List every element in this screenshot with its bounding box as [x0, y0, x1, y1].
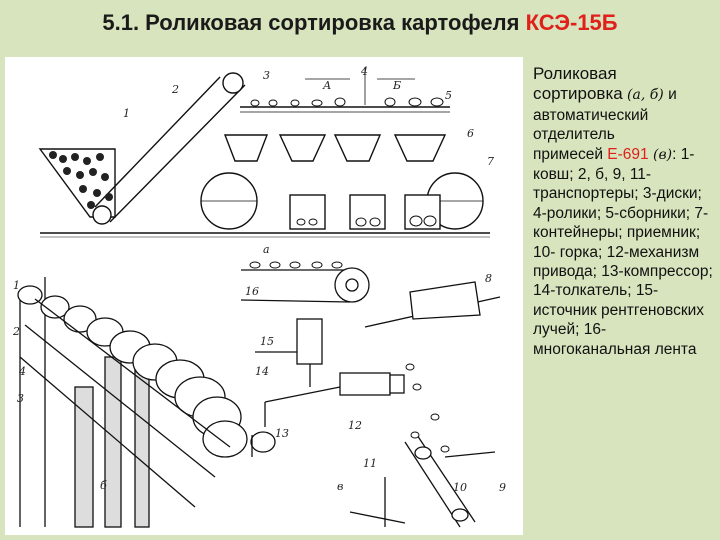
label-15: 15 [260, 335, 274, 348]
caption-line3: автоматический [533, 106, 649, 124]
slide-title: 5.1. Роликовая сортировка картофеля КСЭ-… [0, 10, 720, 36]
caption-line4: отделитель [533, 126, 615, 144]
label-2: 2 [171, 83, 179, 96]
left-diagram-labels: 1 2 3 4 б [12, 279, 107, 492]
caption-line5: примесей [533, 145, 603, 163]
machine-figure: 1 2 3 4 5 6 7 А Б а [5, 57, 523, 535]
caption-line1: Роликовая [533, 64, 617, 83]
caption-and: и [668, 86, 677, 104]
rollers-diagram [17, 277, 248, 528]
label-16: 16 [245, 285, 259, 298]
label-l2: 2 [12, 325, 20, 338]
caption-ab: (а, б) [627, 87, 664, 104]
label-11: 11 [363, 457, 377, 470]
caption-colon: : [672, 145, 677, 163]
label-l3: 3 [17, 392, 24, 405]
right-diagram-labels: 8 9 10 11 12 13 14 15 16 в [245, 272, 506, 494]
label-14: 14 [255, 365, 269, 378]
caption-line2: сортировка [533, 84, 623, 104]
label-9: 9 [499, 481, 506, 494]
caption-a: а [263, 243, 270, 256]
label-l1: 1 [13, 279, 20, 292]
label-10: 10 [453, 481, 467, 494]
label-l4: 4 [18, 365, 26, 378]
caption-b: б [100, 479, 107, 492]
label-5: 5 [445, 89, 452, 102]
label-7: 7 [487, 155, 494, 168]
label-8: 8 [485, 272, 492, 285]
right-potatoes [249, 261, 450, 453]
caption-model: Е-691 [607, 145, 649, 163]
caption-v: (в) [652, 146, 673, 163]
label-6: 6 [467, 127, 474, 140]
sorting-line-diagram [38, 67, 490, 238]
separator-diagram [240, 267, 501, 528]
label-12: 12 [348, 419, 362, 432]
title-main: 5.1. Роликовая сортировка картофеля [102, 10, 520, 35]
title-model: КСЭ-15Б [525, 10, 618, 35]
label-a-dim: А [322, 79, 331, 92]
potatoes-on-rollers [250, 97, 444, 227]
machine-drawing: 1 2 3 4 5 6 7 А Б а [12, 65, 506, 528]
label-3: 3 [263, 69, 270, 82]
caption-v: в [337, 480, 343, 493]
label-13: 13 [275, 427, 289, 440]
slide-caption: Роликовая сортировка (а, б) и автоматиче… [533, 64, 717, 359]
caption-legend: 1-ковш; 2, б, 9, 11-транспортеры; 3-диск… [533, 145, 713, 358]
top-diagram-labels: 1 2 3 4 5 6 7 А Б а [123, 65, 494, 256]
label-1: 1 [123, 107, 130, 120]
label-b-dim: Б [392, 79, 401, 92]
label-4: 4 [360, 65, 368, 78]
potato-pile [49, 151, 113, 209]
